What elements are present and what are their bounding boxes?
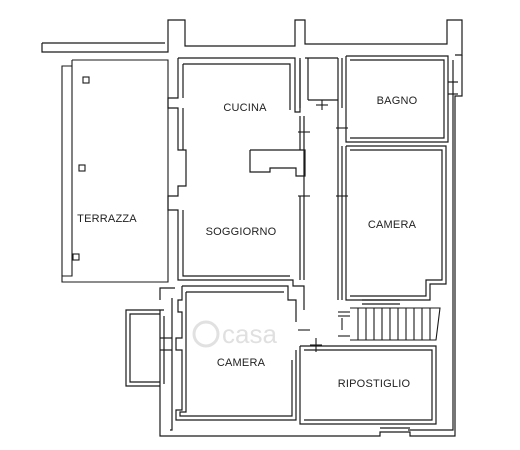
column-icon <box>82 76 90 84</box>
ripostiglio-room <box>299 345 437 425</box>
room-label-terrazza: TERRAZZA <box>77 213 137 225</box>
camera-right-room <box>345 145 447 305</box>
corridor <box>299 57 343 300</box>
outer-walls <box>41 19 463 437</box>
living-block <box>167 57 306 310</box>
room-label-ripostiglio: RIPOSTIGLIO <box>338 378 411 390</box>
watermark-logo: casa <box>192 319 277 349</box>
door-markers <box>298 100 348 352</box>
column-icon <box>78 164 86 172</box>
camera-bottom-room <box>125 285 297 421</box>
column-icon <box>72 253 80 261</box>
room-label-camera: CAMERA <box>368 219 417 231</box>
room-label-bagno: BAGNO <box>377 95 418 107</box>
terrazza-area <box>61 59 169 283</box>
watermark-text: casa <box>222 319 277 349</box>
room-label-camera: CAMERA <box>217 357 266 369</box>
staircase <box>338 307 441 341</box>
bagno-room <box>345 55 458 143</box>
room-label-soggiorno: SOGGIORNO <box>206 226 277 238</box>
room-label-cucina: CUCINA <box>223 102 267 114</box>
